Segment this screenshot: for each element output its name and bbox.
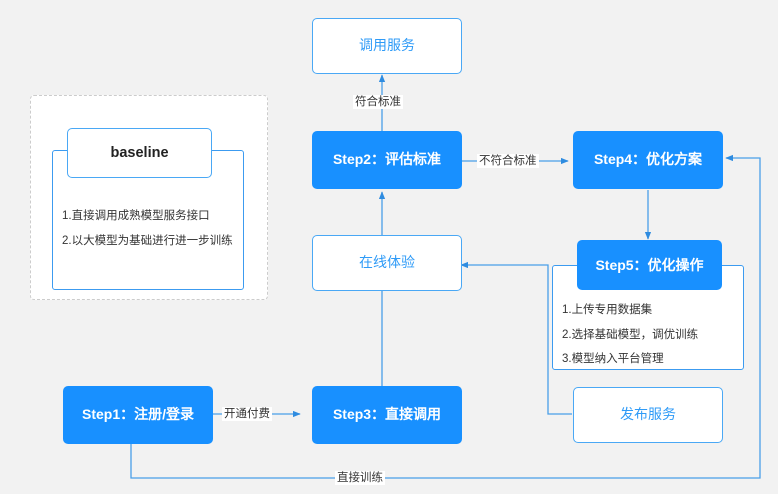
node-publish-service[interactable]: 发布服务 — [573, 387, 723, 443]
node-call-service[interactable]: 调用服务 — [312, 18, 462, 74]
edge-label-not-meets-standard: 不符合标准 — [477, 154, 539, 168]
node-publish-service-label: 发布服务 — [620, 406, 676, 423]
step5-group-title[interactable]: Step5：优化操作 — [577, 240, 722, 290]
node-step1-label: Step1：注册/登录 — [81, 406, 194, 423]
node-step2-label: Step2：评估标准 — [332, 151, 442, 168]
node-step1[interactable]: Step1：注册/登录 — [63, 386, 213, 444]
baseline-group-title[interactable]: baseline — [67, 128, 212, 178]
node-online-trial[interactable]: 在线体验 — [312, 235, 462, 291]
edge-label-meets-standard: 符合标准 — [353, 95, 403, 109]
step5-group-title-label: Step5：优化操作 — [595, 257, 704, 273]
node-call-service-label: 调用服务 — [359, 37, 415, 54]
node-step3[interactable]: Step3：直接调用 — [312, 386, 462, 444]
edge-label-activate-payment: 开通付费 — [222, 407, 272, 421]
step5-item: 1.上传专用数据集 — [562, 304, 653, 316]
node-step4[interactable]: Step4：优化方案 — [573, 131, 723, 189]
baseline-item-list: 1.直接调用成熟模型服务接口 2.以大模型为基础进行进一步训练 — [62, 204, 242, 253]
node-online-trial-label: 在线体验 — [359, 254, 415, 271]
step5-item-list: 1.上传专用数据集 2.选择基础模型，调优训练 3.模型纳入平台管理 — [562, 298, 742, 372]
node-step3-label: Step3：直接调用 — [332, 406, 442, 423]
step5-item: 2.选择基础模型，调优训练 — [562, 328, 699, 341]
edge-label-direct-training: 直接训练 — [335, 471, 385, 485]
node-step4-label: Step4：优化方案 — [593, 151, 703, 168]
node-step2[interactable]: Step2：评估标准 — [312, 131, 462, 189]
step5-item: 3.模型纳入平台管理 — [562, 353, 664, 366]
baseline-item: 1.直接调用成熟模型服务接口 — [62, 210, 210, 222]
baseline-group-title-label: baseline — [110, 145, 169, 161]
baseline-item: 2.以大模型为基础进行进一步训练 — [62, 234, 233, 247]
